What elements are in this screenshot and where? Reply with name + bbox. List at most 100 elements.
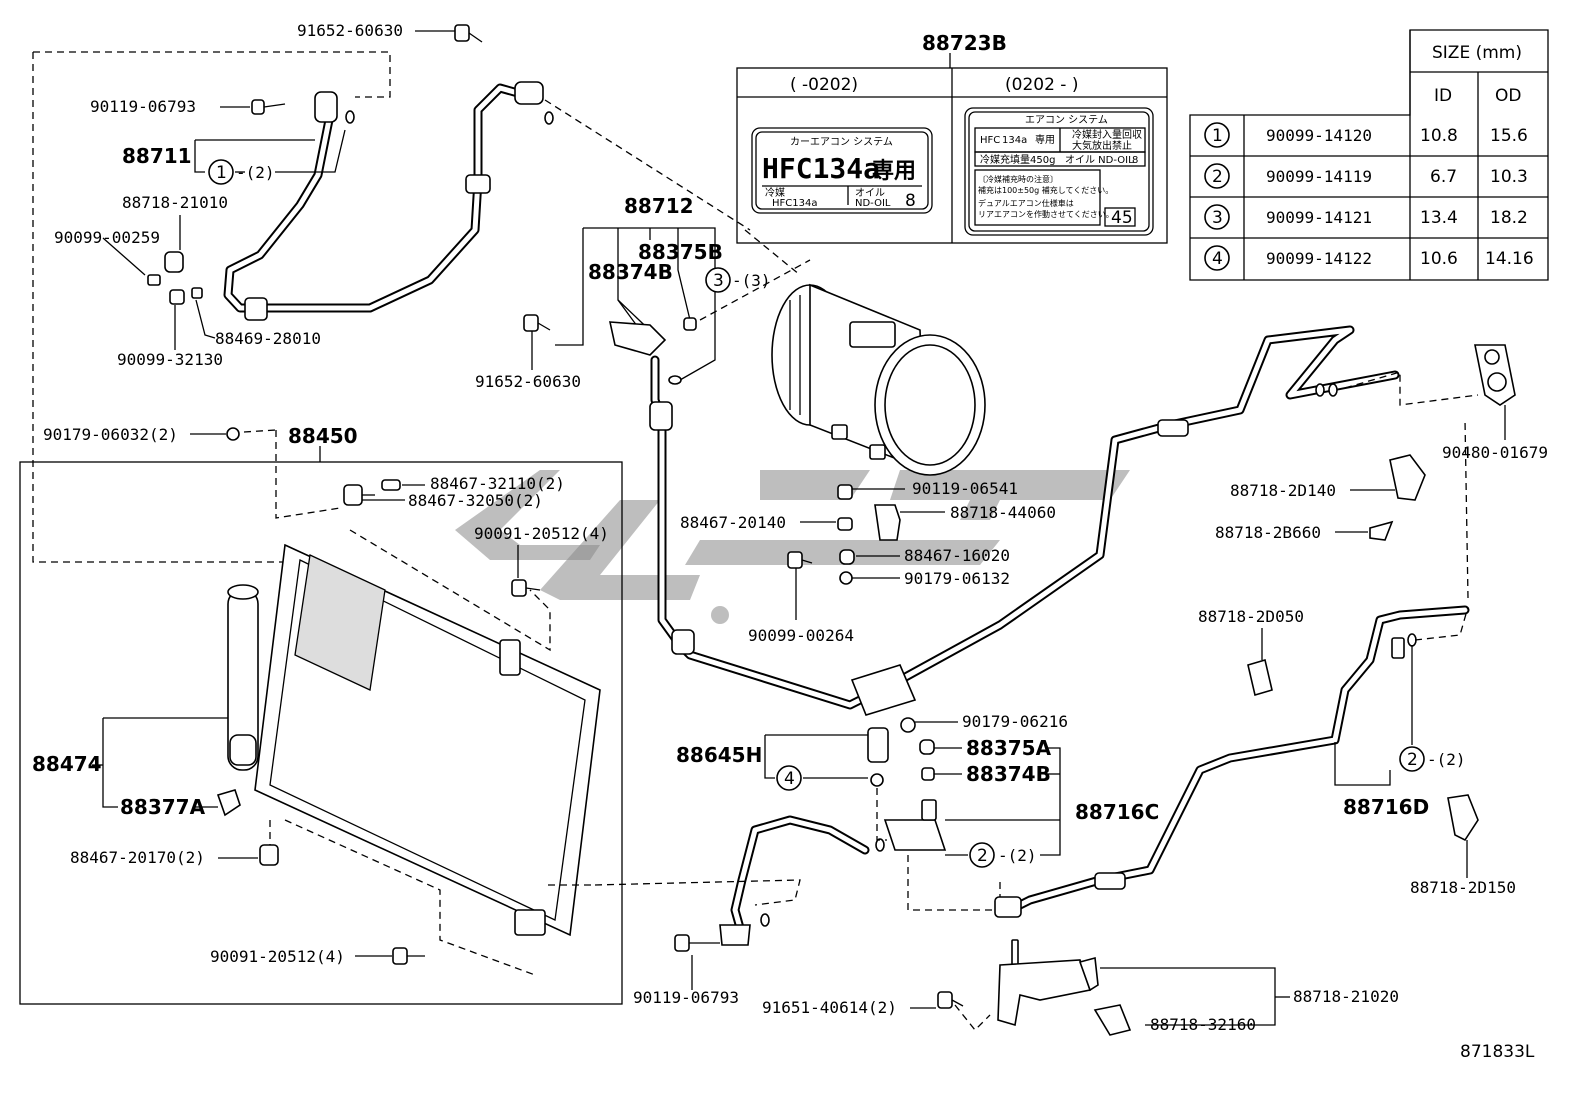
- center-fittings: [787, 484, 945, 620]
- sticker-right-num: 45: [1111, 208, 1133, 228]
- callout-88711[interactable]: 88711: [122, 144, 192, 168]
- sticker-left-num: 8: [905, 191, 916, 211]
- sticker-right-cell2: 134a: [1002, 135, 1027, 146]
- callout-88718-32160[interactable]: 88718-32160: [1150, 1015, 1256, 1034]
- callout-91652-60630-lower[interactable]: 91652-60630: [475, 372, 581, 391]
- sticker-left-kanji: 専用: [872, 159, 916, 184]
- callout-88718-2D150[interactable]: 88718-2D150: [1410, 878, 1516, 897]
- circle-number: 3: [713, 271, 724, 291]
- callout-88374B-lower[interactable]: 88374B: [966, 762, 1051, 786]
- callout-88474[interactable]: 88474: [32, 752, 102, 776]
- callout-90119-06541[interactable]: 90119-06541: [912, 479, 1018, 498]
- callout-qty-88716C: -(2): [998, 846, 1037, 865]
- size-row-4-part: 90099-14122: [1266, 249, 1372, 268]
- circle-number: 1: [216, 163, 227, 183]
- callout-90179-06216[interactable]: 90179-06216: [962, 712, 1068, 731]
- compressor: [771, 283, 986, 476]
- callout-labels: 91652-60630 90119-06793 88711 -(2) 88718…: [32, 21, 1548, 1062]
- callout-90099-00259[interactable]: 90099-00259: [54, 228, 160, 247]
- sticker-right-cell4: 冷媒封入量回収: [1072, 128, 1142, 141]
- bolt-icon: [454, 24, 483, 43]
- callout-91651-40614[interactable]: 91651-40614(2): [762, 998, 897, 1017]
- label-right-header: (0202 - ): [1005, 75, 1078, 95]
- callout-88467-16020[interactable]: 88467-16020: [904, 546, 1010, 565]
- sticker-right-r2d: 8: [1132, 155, 1138, 166]
- condenser-core-mesh: [294, 554, 386, 691]
- callout-90119-06793-top[interactable]: 90119-06793: [90, 97, 196, 116]
- size-row-1-part: 90099-14120: [1266, 126, 1372, 145]
- sticker-right-cell3: 専用: [1035, 134, 1055, 146]
- size-table-header: SIZE (mm): [1432, 43, 1522, 63]
- callout-90099-32130[interactable]: 90099-32130: [117, 350, 223, 369]
- callout-88718-2D050[interactable]: 88718-2D050: [1198, 607, 1304, 626]
- callout-88723B[interactable]: 88723B: [922, 31, 1007, 55]
- sticker-right-note3: デュアルエアコン仕様車は: [978, 198, 1074, 208]
- size-table-col-od: OD: [1495, 86, 1521, 106]
- callout-90091-20512-upper[interactable]: 90091-20512(4): [474, 524, 609, 543]
- callout-88467-20170[interactable]: 88467-20170(2): [70, 848, 205, 867]
- size-row-3-id: 13.4: [1420, 208, 1458, 228]
- bracket-88718-21020: [910, 939, 1290, 1036]
- callout-90099-00264[interactable]: 90099-00264: [748, 626, 854, 645]
- pipe-88716C-group: [548, 717, 1061, 990]
- size-table-col-id: ID: [1434, 86, 1452, 106]
- callout-88377A[interactable]: 88377A: [120, 795, 206, 819]
- size-row-2-od: 10.3: [1490, 167, 1528, 187]
- callout-88375B-top[interactable]: 88375B: [638, 240, 723, 264]
- bolt-icon: [251, 99, 286, 115]
- callout-90480-01679[interactable]: 90480-01679: [1442, 443, 1548, 462]
- sticker-right-title: エアコン システム: [1025, 114, 1108, 126]
- size-row-1-od: 15.6: [1490, 126, 1528, 146]
- pipe-88716C-main: [649, 325, 1516, 716]
- sticker-right-r2c: オイル ND-OIL: [1065, 154, 1134, 166]
- callout-88718-44060[interactable]: 88718-44060: [950, 503, 1056, 522]
- callout-88450[interactable]: 88450: [288, 424, 358, 448]
- size-row-4-od: 14.16: [1485, 249, 1534, 269]
- sticker-left-row2-val: ND-OIL: [855, 198, 891, 209]
- callout-88718-2D140[interactable]: 88718-2D140: [1230, 481, 1336, 500]
- circle-number: 2: [1407, 750, 1418, 770]
- sticker-88723B: ( -0202) (0202 - ) カーエアコン システム HFC134a 専…: [736, 53, 1168, 244]
- callout-91652-60630-top[interactable]: 91652-60630: [297, 21, 403, 40]
- callout-88375A[interactable]: 88375A: [966, 736, 1052, 760]
- sticker-left-row1: 冷媒: [765, 186, 785, 199]
- bolt-icon: [523, 314, 551, 332]
- size-row-4-n: 4: [1212, 249, 1223, 269]
- callout-90119-06793-lower[interactable]: 90119-06793: [633, 988, 739, 1007]
- hose-88711-group: [32, 24, 751, 563]
- callout-88716D[interactable]: 88716D: [1343, 795, 1429, 819]
- size-row-2-n: 2: [1212, 167, 1223, 187]
- label-left-header: ( -0202): [790, 75, 858, 95]
- sticker-right-r2a: 冷媒充填量: [980, 153, 1030, 166]
- circle-number: 2: [977, 846, 988, 866]
- sticker-right-note2: 補充は100±50g 補充してください。: [978, 185, 1113, 195]
- callout-88467-20140[interactable]: 88467-20140: [680, 513, 786, 532]
- callout-90179-06032[interactable]: 90179-06032(2): [43, 425, 178, 444]
- callout-88718-2B660[interactable]: 88718-2B660: [1215, 523, 1321, 542]
- callout-88467-32050[interactable]: 88467-32050(2): [408, 491, 543, 510]
- callout-88645H[interactable]: 88645H: [676, 743, 762, 767]
- callout-88467-32110[interactable]: 88467-32110(2): [430, 474, 565, 493]
- callout-90179-06132[interactable]: 90179-06132: [904, 569, 1010, 588]
- bolt-icon: [674, 934, 720, 952]
- sticker-left-main: HFC134a: [762, 152, 880, 185]
- circle-markers: 1 3 4 2 2: [216, 163, 1418, 866]
- pipe-88712-group: [523, 227, 811, 385]
- size-row-2-id: 6.7: [1430, 167, 1457, 187]
- callout-88374B-top[interactable]: 88374B: [588, 260, 673, 284]
- callout-88716C[interactable]: 88716C: [1075, 800, 1159, 824]
- circle-number: 4: [784, 769, 795, 789]
- sticker-right-r2b: 450g: [1030, 155, 1055, 166]
- callout-88718-21010[interactable]: 88718-21010: [122, 193, 228, 212]
- callout-90091-20512-lower[interactable]: 90091-20512(4): [210, 947, 345, 966]
- callout-88469-28010[interactable]: 88469-28010: [215, 329, 321, 348]
- callout-88718-21020[interactable]: 88718-21020: [1293, 987, 1399, 1006]
- size-row-2-part: 90099-14119: [1266, 167, 1372, 186]
- bolt-icon: [787, 551, 813, 569]
- callout-88712[interactable]: 88712: [624, 194, 694, 218]
- sticker-left-title: カーエアコン システム: [790, 136, 893, 148]
- callout-qty-88711: -(2): [236, 163, 275, 182]
- bolt-icon: [392, 947, 425, 965]
- pipe-88716D-group: [994, 419, 1479, 918]
